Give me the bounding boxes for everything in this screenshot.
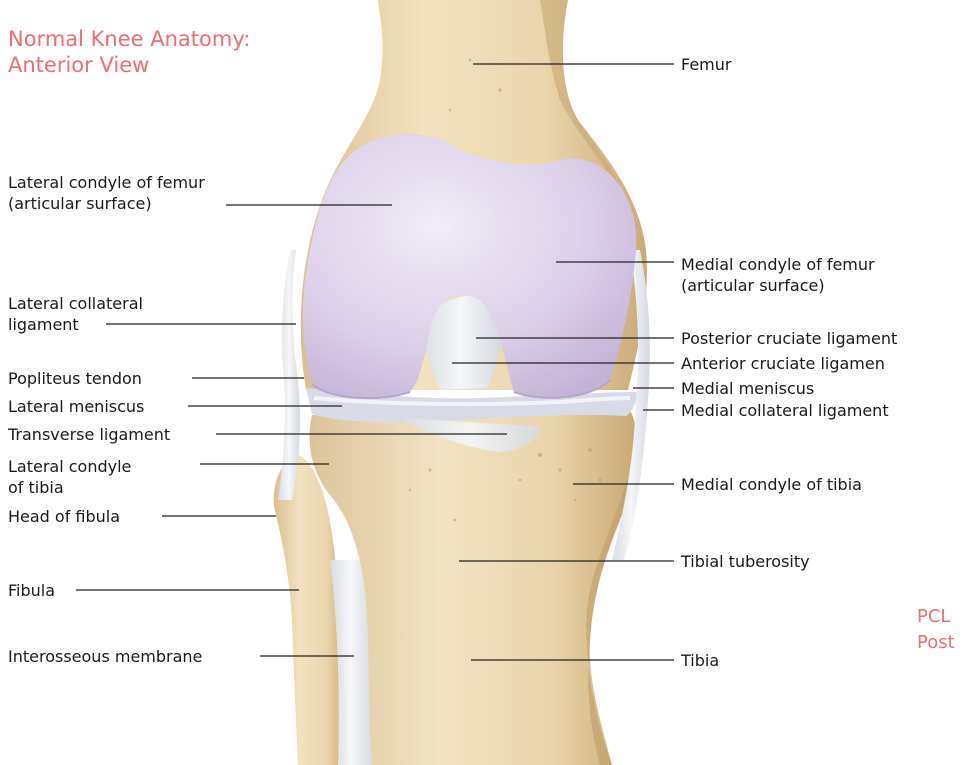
title-line-1: Normal Knee Anatomy: <box>8 26 250 52</box>
label-lateral-condyle-femur-line1: Lateral condyle of femur <box>8 172 205 193</box>
label-lateral-collateral-line2: ligament <box>8 314 143 335</box>
label-lateral-condyle-tibia-line2: of tibia <box>8 477 131 498</box>
label-tibial-tuberosity: Tibial tuberosity <box>681 551 810 572</box>
label-medial-collateral-ligament: Medial collateral ligament <box>681 400 889 421</box>
label-interosseous-membrane: Interosseous membrane <box>8 646 202 667</box>
label-lateral-meniscus: Lateral meniscus <box>8 396 144 417</box>
label-popliteus-tendon: Popliteus tendon <box>8 368 142 389</box>
corner-text: PCL Post <box>917 604 955 656</box>
label-lateral-collateral-ligament: Lateral collateral ligament <box>8 293 143 335</box>
label-medial-condyle-femur: Medial condyle of femur (articular surfa… <box>681 254 875 296</box>
label-lateral-condyle-femur: Lateral condyle of femur (articular surf… <box>8 172 205 214</box>
label-anterior-cruciate-ligament: Anterior cruciate ligamen <box>681 353 885 374</box>
label-medial-meniscus: Medial meniscus <box>681 378 814 399</box>
label-lateral-condyle-femur-line2: (articular surface) <box>8 193 205 214</box>
label-transverse-ligament: Transverse ligament <box>8 424 170 445</box>
label-fibula: Fibula <box>8 580 55 601</box>
title-line-2: Anterior View <box>8 52 250 78</box>
label-lateral-collateral-line1: Lateral collateral <box>8 293 143 314</box>
label-lateral-condyle-tibia: Lateral condyle of tibia <box>8 456 131 498</box>
label-lateral-condyle-tibia-line1: Lateral condyle <box>8 456 131 477</box>
diagram-title: Normal Knee Anatomy: Anterior View <box>8 26 250 78</box>
label-femur: Femur <box>681 54 731 75</box>
lateral-collateral-ligament-shape <box>278 250 300 500</box>
label-head-of-fibula: Head of fibula <box>8 506 120 527</box>
label-medial-condyle-femur-line2: (articular surface) <box>681 275 875 296</box>
label-medial-condyle-femur-line1: Medial condyle of femur <box>681 254 875 275</box>
label-posterior-cruciate-ligament: Posterior cruciate ligament <box>681 328 897 349</box>
corner-text-line2: Post <box>917 630 955 656</box>
corner-text-line1: PCL <box>917 604 955 630</box>
label-tibia: Tibia <box>681 650 719 671</box>
label-medial-condyle-tibia: Medial condyle of tibia <box>681 474 862 495</box>
